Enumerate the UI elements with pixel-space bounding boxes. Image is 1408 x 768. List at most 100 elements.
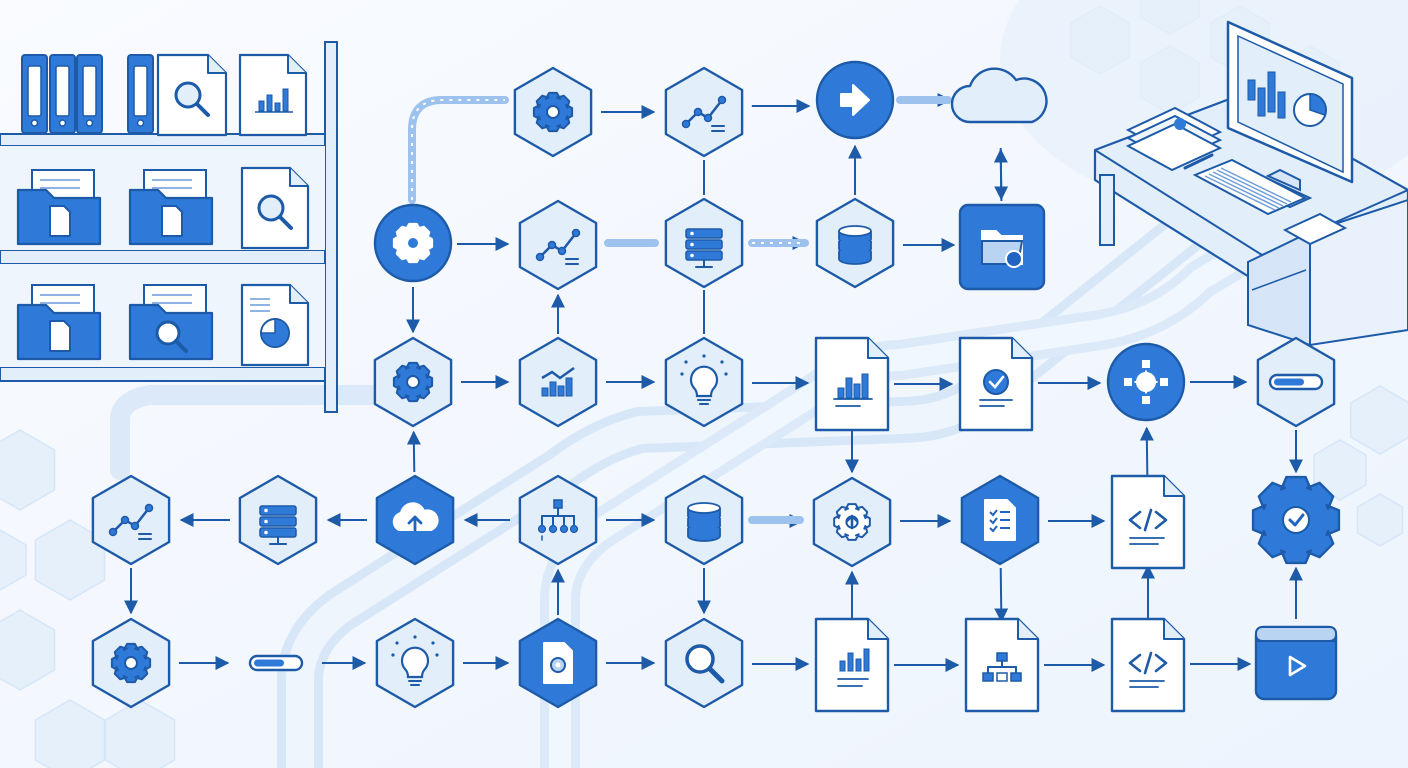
node-n-server-r2[interactable]	[664, 197, 744, 289]
node-n-chart-top[interactable]	[664, 66, 744, 158]
background-hex	[1313, 439, 1367, 501]
database-icon	[687, 502, 721, 542]
background-hex	[0, 609, 56, 691]
line-chart-icon	[108, 503, 154, 540]
binder-icon	[21, 54, 48, 134]
node-n-cloud-top[interactable]	[950, 67, 1048, 124]
gear-icon	[110, 642, 152, 684]
drawer-line	[1251, 269, 1307, 291]
code-icon	[1128, 508, 1168, 545]
report-icon	[837, 648, 870, 687]
node-n-doc-report-r5[interactable]	[814, 617, 890, 713]
papers-icon	[1125, 106, 1223, 172]
network-hand-icon	[1124, 360, 1168, 404]
connector-arrow	[406, 430, 421, 473]
flowchart-icon	[982, 652, 1022, 682]
binder-icon	[49, 54, 76, 134]
gear-icon	[532, 91, 574, 133]
folder-gear-icon	[981, 230, 1024, 268]
document-chart-icon	[238, 53, 308, 137]
node-n-checklist-r4[interactable]	[960, 474, 1040, 566]
cloud-upload-icon	[392, 502, 439, 532]
node-n-video-r5[interactable]	[1254, 625, 1338, 701]
code-icon	[1128, 651, 1168, 688]
node-n-server-r4[interactable]	[238, 474, 318, 566]
connector-arrow	[994, 147, 1009, 201]
lightbulb-icon	[680, 354, 728, 405]
server-icon	[685, 228, 723, 268]
gear-icon	[392, 222, 434, 264]
folder-document-icon	[128, 169, 214, 246]
node-n-cog-top[interactable]	[513, 66, 593, 158]
check-icon	[1282, 506, 1310, 534]
connector-layer	[124, 93, 1303, 672]
node-n-cog-r3[interactable]	[373, 336, 453, 428]
desk-side	[1309, 198, 1408, 347]
node-n-search-r5[interactable]	[664, 617, 744, 709]
folder-document-icon	[16, 169, 102, 246]
gear-upload-icon	[833, 503, 871, 541]
node-n-bulb-r5[interactable]	[375, 617, 455, 709]
node-n-network-r3[interactable]	[1106, 342, 1186, 422]
node-n-arrow-top[interactable]	[815, 60, 895, 140]
node-n-slider-r2[interactable]	[518, 199, 598, 291]
progress-bar-icon	[1268, 373, 1324, 391]
dotted-connector	[411, 99, 505, 200]
document-pie-icon	[240, 283, 310, 367]
computer-desk	[1093, 20, 1408, 347]
note-icon	[1282, 212, 1348, 246]
bar-chart-icon	[1247, 71, 1286, 119]
node-n-cog-r5[interactable]	[91, 617, 171, 709]
shelf-board	[0, 366, 331, 382]
node-n-folder-r2[interactable]	[958, 203, 1046, 291]
node-n-gearcheck-r4[interactable]	[1251, 475, 1341, 565]
hierarchy-icon	[537, 499, 579, 541]
database-icon	[838, 225, 872, 265]
node-n-db-r4[interactable]	[664, 474, 744, 566]
track-band	[110, 385, 410, 480]
node-n-doc-flow-r5[interactable]	[964, 617, 1040, 713]
background-hex	[1356, 493, 1404, 547]
document-search-icon	[240, 166, 310, 250]
node-n-chart-r4[interactable]	[91, 474, 171, 566]
server-icon	[259, 505, 297, 545]
monitor-stand	[1265, 168, 1301, 192]
file-shelf	[0, 41, 338, 413]
search-icon	[685, 644, 725, 684]
pie-chart-icon	[1293, 93, 1327, 127]
desk-leg	[1099, 174, 1115, 246]
shelf-board	[0, 249, 331, 265]
lightbulb-icon	[391, 635, 439, 686]
shelf-post	[324, 41, 338, 413]
node-n-doc-check-r3[interactable]	[958, 336, 1034, 432]
node-n-cog-r2[interactable]	[373, 203, 453, 283]
node-n-code-r4[interactable]	[1110, 474, 1186, 570]
node-n-cloud-r4[interactable]	[375, 474, 455, 566]
node-n-progress-r3[interactable]	[1256, 336, 1336, 428]
connector-arrow	[1139, 426, 1154, 481]
bar-chart-icon	[833, 373, 873, 407]
node-layer	[91, 60, 1341, 713]
node-n-bulb-r3[interactable]	[664, 336, 744, 428]
background-hex	[34, 699, 106, 768]
document-gear-icon	[543, 642, 573, 684]
node-n-doc-chart-r3[interactable]	[814, 336, 890, 432]
folder-search-icon	[128, 284, 214, 361]
node-n-code-r5[interactable]	[1110, 617, 1186, 713]
monitor-screen	[1237, 34, 1344, 174]
node-n-tree-r4[interactable]	[518, 474, 598, 566]
node-n-db-r2[interactable]	[815, 197, 895, 289]
progress-bar-icon	[248, 654, 304, 672]
background-hex	[104, 699, 176, 768]
node-n-docgear-r5[interactable]	[518, 617, 598, 709]
pen-icon	[1183, 153, 1214, 170]
node-n-gearup-r4[interactable]	[812, 476, 892, 568]
node-n-progress-r5[interactable]	[248, 654, 304, 672]
node-n-bar-r3[interactable]	[518, 336, 598, 428]
binder-icon	[127, 54, 154, 134]
binder-icon	[76, 54, 103, 134]
document-search-icon	[156, 53, 228, 137]
folder-document-icon	[16, 284, 102, 361]
